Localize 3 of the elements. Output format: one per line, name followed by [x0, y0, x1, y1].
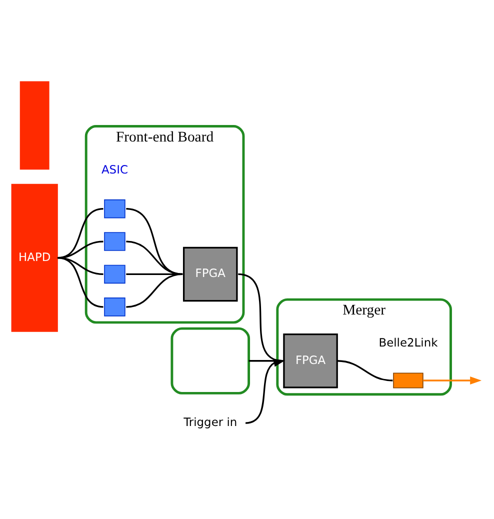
node-label: Belle2Link: [378, 336, 438, 350]
node-text: Trigger in: [184, 415, 238, 430]
node-label: ASIC: [101, 162, 128, 176]
